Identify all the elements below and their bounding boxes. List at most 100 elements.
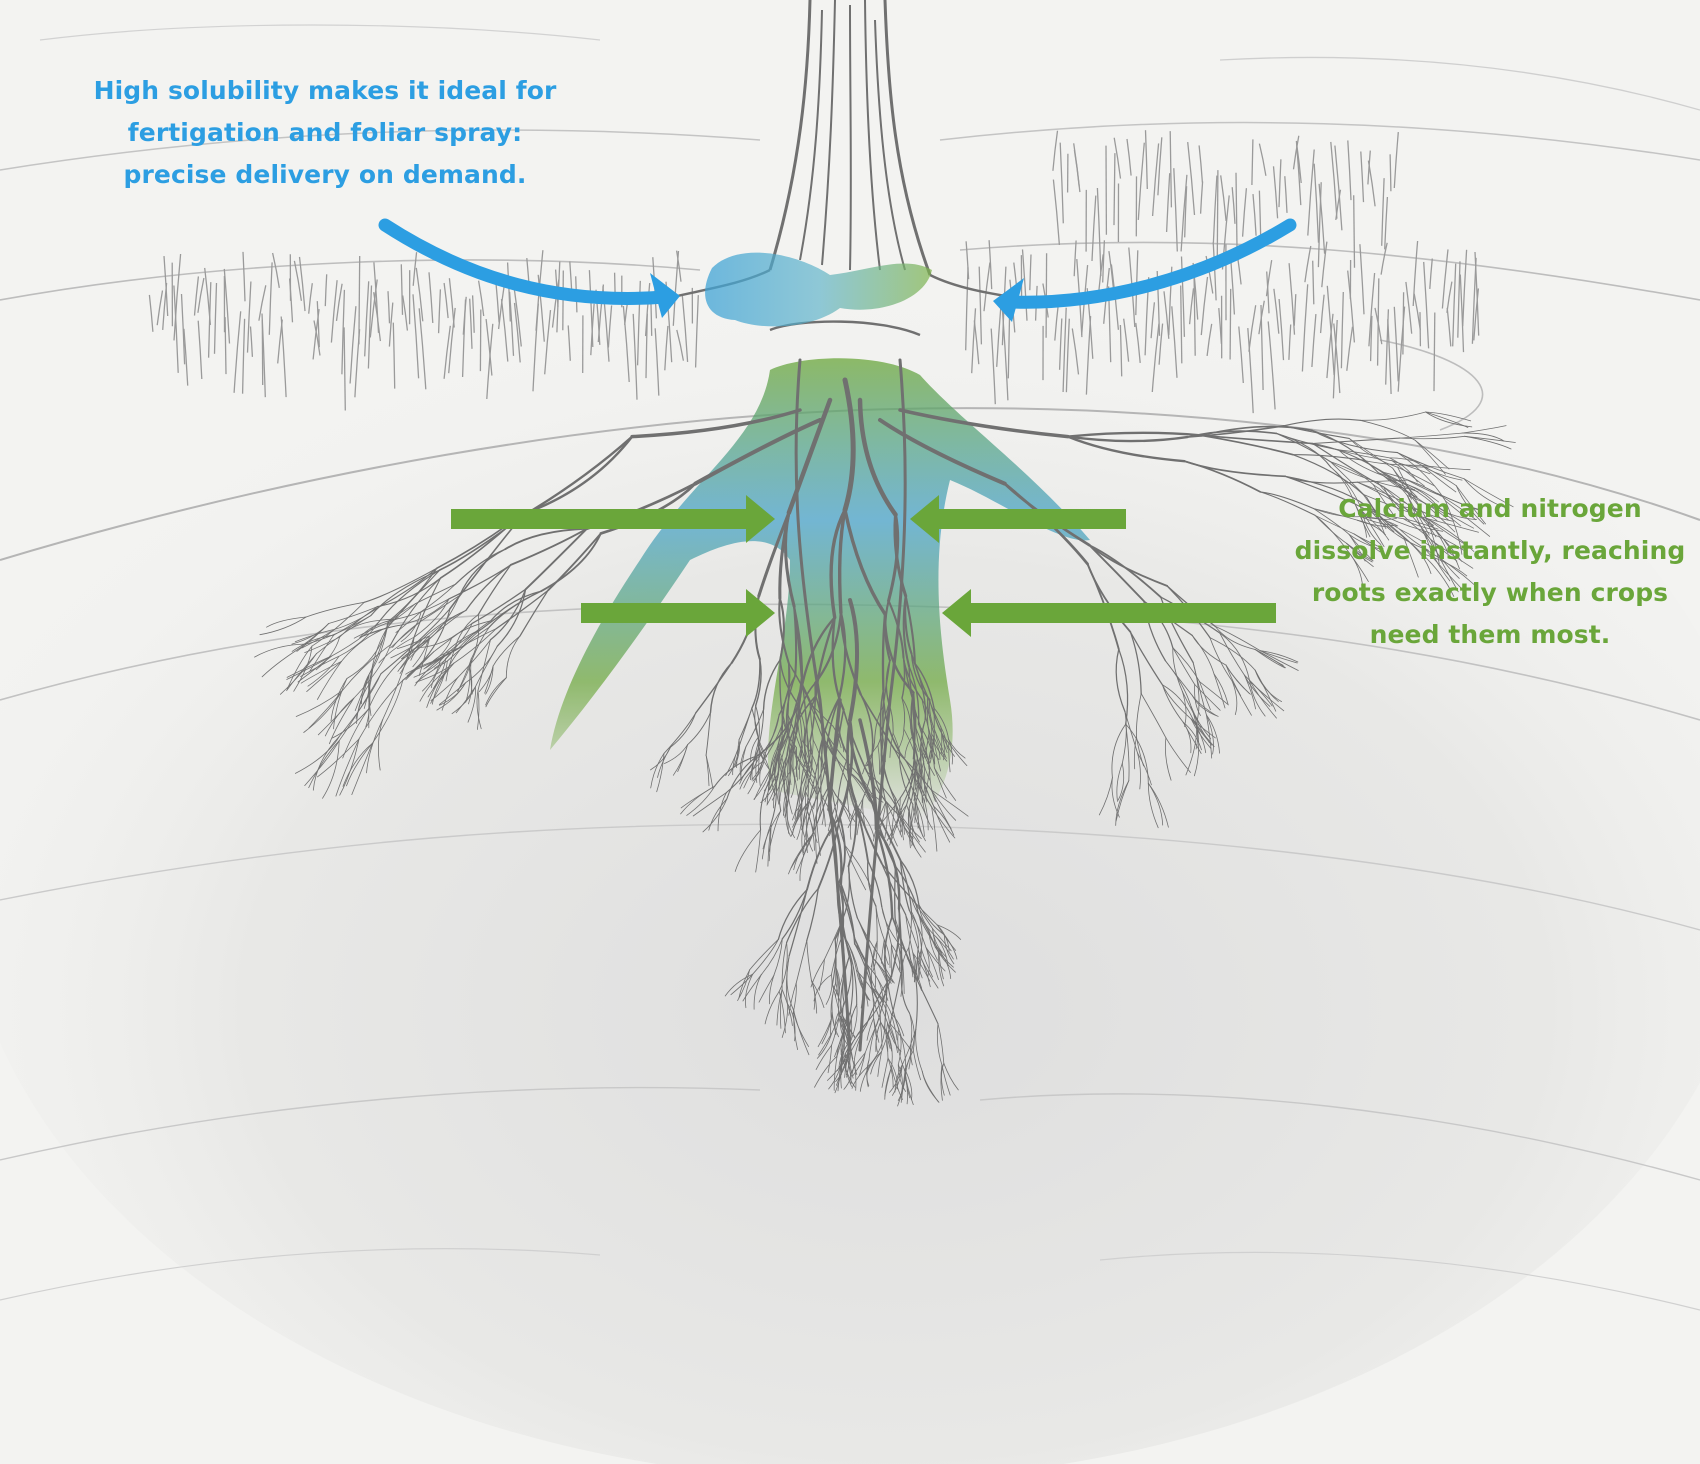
root-branch [920, 719, 926, 762]
root-branch [1254, 649, 1286, 669]
root-branch [1313, 508, 1350, 535]
root-branch [322, 740, 340, 799]
root-branch [809, 739, 814, 770]
root-branch [818, 1032, 833, 1056]
grass-stroke [437, 289, 442, 334]
root-branch [908, 1043, 912, 1070]
grass-stroke [364, 281, 370, 357]
root-branch [941, 1062, 945, 1096]
root-branch [855, 804, 875, 838]
grass-stroke [324, 274, 328, 307]
root-branch [757, 743, 770, 769]
root-branch [353, 644, 392, 699]
grass-stroke [988, 240, 993, 290]
root-branch [785, 955, 790, 1005]
root-branch [760, 714, 780, 756]
root-branch [1292, 454, 1364, 495]
root-branch [875, 827, 901, 910]
grass-stroke [428, 272, 434, 324]
root-branch [1118, 648, 1129, 725]
root-branch [937, 1023, 945, 1064]
grass-stroke [1198, 145, 1204, 183]
root-branch [751, 743, 759, 775]
root-branch [834, 882, 844, 940]
root-branch [770, 747, 778, 780]
grass-stroke [1307, 149, 1315, 236]
grass-stroke [367, 285, 373, 369]
grass-stroke [508, 291, 515, 356]
root-branch [840, 1018, 848, 1045]
grass-stroke [1180, 285, 1183, 364]
root-branch [793, 1010, 810, 1056]
root-branch [1403, 537, 1432, 574]
root-branch [787, 1003, 796, 1042]
root-branch [803, 732, 809, 758]
root-branch [390, 577, 442, 646]
root-branch [764, 775, 778, 803]
grass-stroke [443, 325, 451, 379]
root-branch [454, 614, 479, 649]
root-branch [866, 771, 902, 818]
root-branch [933, 742, 941, 772]
root-branch [931, 733, 941, 760]
root-branch [471, 588, 527, 625]
root-branch [870, 1051, 882, 1075]
root-branch [734, 739, 740, 766]
root-branch [317, 738, 360, 778]
root-branch [757, 511, 791, 598]
root-branch [943, 1062, 959, 1091]
grass-stroke [588, 270, 594, 348]
root-branch [1219, 632, 1245, 676]
grass-stroke [1113, 137, 1122, 179]
grass-stroke [694, 295, 699, 368]
root-branch [801, 813, 808, 857]
root-branch [489, 588, 527, 641]
root-branch [367, 654, 409, 710]
root-branch [900, 816, 926, 853]
grass-stroke [1200, 276, 1209, 336]
root-branch [882, 659, 891, 708]
root-branch [750, 736, 759, 762]
grass-stroke [204, 267, 212, 325]
root-branch [867, 860, 883, 908]
root-branch [371, 679, 404, 744]
root-branch [912, 734, 915, 760]
grass-stroke [173, 253, 182, 341]
grass-stroke [1353, 195, 1356, 268]
root-branch [1111, 723, 1127, 779]
grass-stroke [1150, 302, 1156, 339]
grass-stroke [343, 327, 346, 411]
grass-stroke [650, 300, 653, 336]
root-branch [833, 1055, 838, 1091]
solubility-callout-line-3: precise delivery on demand. [123, 160, 527, 189]
grass-stroke [173, 285, 179, 373]
grass-stroke [1180, 174, 1188, 252]
grass-stroke [402, 295, 409, 331]
root-branch [881, 1017, 892, 1053]
grass-stroke [1384, 196, 1389, 250]
root-branch [1403, 537, 1419, 578]
root-branch [914, 662, 935, 709]
root-branch [751, 707, 760, 744]
root-branch [849, 952, 858, 1006]
root-branch [297, 655, 333, 683]
root-branch [800, 749, 811, 775]
grass-stroke [1206, 323, 1213, 356]
grass-stroke [1433, 312, 1436, 392]
root-branch [871, 987, 890, 1024]
grass-stroke [193, 276, 200, 316]
grass-stroke [567, 325, 571, 361]
root-branch [422, 658, 442, 692]
grass-stroke [513, 288, 522, 347]
root-branch [786, 695, 817, 757]
root-branch [477, 564, 512, 616]
root-branch [1209, 637, 1233, 682]
grass-stroke [1212, 242, 1217, 301]
root-branch [787, 770, 792, 804]
root-branch [904, 734, 914, 759]
grass-stroke [313, 320, 321, 356]
root-branch [1160, 596, 1194, 664]
grass-stroke [1368, 272, 1376, 347]
root-branch [333, 678, 348, 730]
root-branch [913, 765, 923, 801]
